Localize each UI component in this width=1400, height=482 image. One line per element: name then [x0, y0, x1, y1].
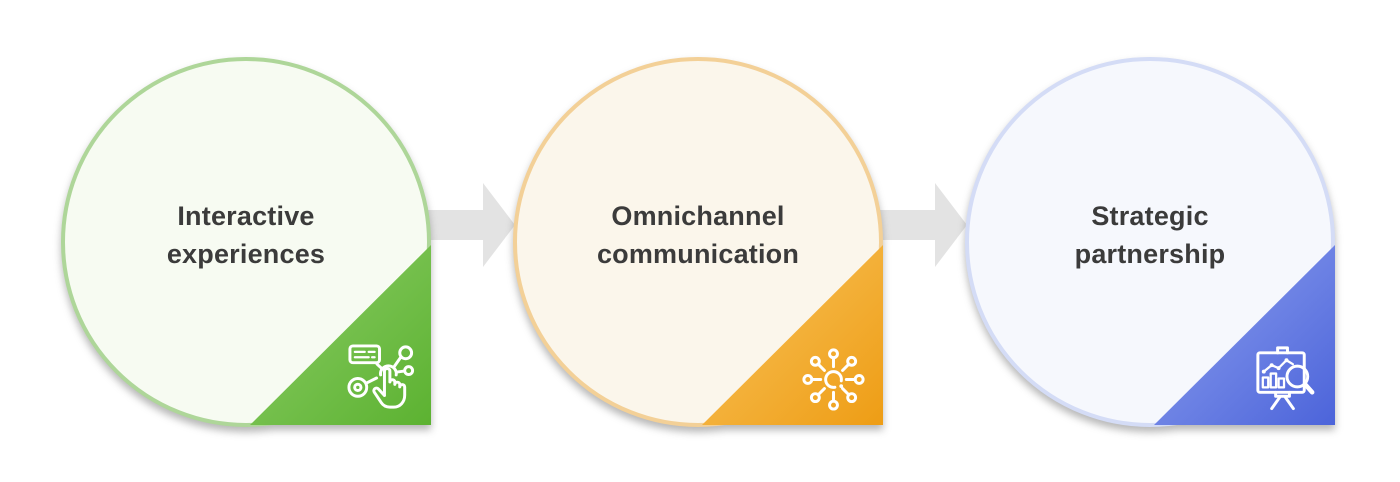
presentation-analysis-icon: [1256, 346, 1315, 411]
step-bubble: [61, 57, 431, 427]
step-strategic-partnership: Strategic partnership: [965, 57, 1335, 427]
step-bubble: [965, 57, 1335, 427]
step-label: Interactive experiences: [61, 197, 431, 273]
step-label-line: experiences: [166, 239, 326, 269]
step-bubble: [513, 57, 883, 427]
step-label-line: Interactive: [177, 201, 315, 231]
step-label: Omnichannel communication: [513, 197, 883, 273]
step-label-line: partnership: [1074, 239, 1226, 269]
step-label-line: Strategic: [1091, 201, 1209, 231]
step-label: Strategic partnership: [965, 197, 1335, 273]
hub-network-icon: [802, 348, 865, 411]
step-omnichannel-communication: Omnichannel communication: [513, 57, 883, 427]
connector-arrow-icon: [427, 183, 515, 267]
step-interactive-experiences: Interactive experiences: [61, 57, 431, 427]
step-label-line: communication: [596, 239, 800, 269]
connector-arrow-icon: [879, 183, 967, 267]
tap-interaction-icon: [347, 344, 415, 409]
step-label-line: Omnichannel: [611, 201, 785, 231]
